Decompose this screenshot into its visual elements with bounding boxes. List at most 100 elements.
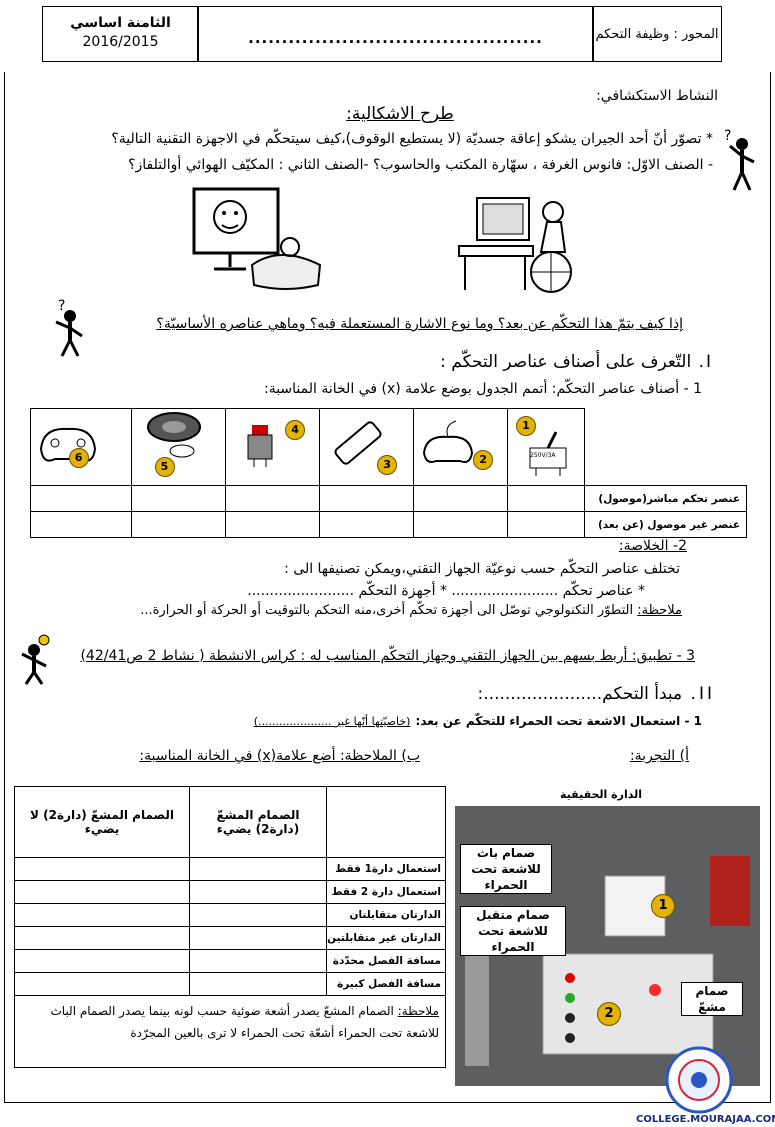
- grade-label: الثامنة اساسي: [70, 15, 171, 31]
- check-cell[interactable]: [189, 903, 327, 927]
- summary-note-text: التطوّر التكنولوجي توصّل الى أجهزة تحكّم…: [140, 603, 634, 618]
- check-cell[interactable]: [14, 857, 190, 881]
- check-cell[interactable]: [14, 949, 190, 973]
- label-ir-receiver: صمام متقبل للاشعة تحت الحمراء: [460, 906, 566, 956]
- activity-title: النشاط الاستكشافي:: [596, 88, 718, 104]
- check-cell[interactable]: [189, 880, 327, 904]
- row-label-remote: عنصر غير موصول (عن بعد): [584, 511, 747, 538]
- problem-line-2: - الصنف الاوّل: فانوس الغرفة ، سهّارة ال…: [128, 157, 713, 173]
- cell-push-button: 4: [225, 408, 320, 486]
- thinking-person-icon: ?: [724, 128, 755, 191]
- label-led: صمام مشعّ: [681, 982, 743, 1016]
- observation-label: ب) الملاحظة: أضع علامة(x) في الخانة المن…: [139, 748, 420, 764]
- check-cell[interactable]: [225, 511, 320, 538]
- school-year: 2016/2015: [82, 34, 159, 50]
- summary-title: 2- الخلاصة:: [618, 538, 687, 554]
- gamepad-icon: [40, 427, 97, 462]
- tv-remote-illustration: [192, 187, 322, 290]
- observation-note-label: ملاحظة:: [397, 1004, 439, 1018]
- idea-person-icon: [21, 634, 50, 685]
- check-cell[interactable]: [225, 485, 320, 512]
- cell-gamepad: 2: [413, 408, 508, 486]
- footer-url: COLLEGE.MOURAJAA.COM: [636, 1114, 775, 1125]
- row-label: مسافة الفصل محدّدة: [326, 949, 446, 973]
- corner-cell: [326, 786, 446, 858]
- badge-5: 5: [154, 457, 175, 477]
- summary-note: ملاحظة: التطوّر التكنولوجي توصّل الى أجه…: [140, 603, 682, 618]
- check-cell[interactable]: [30, 485, 132, 512]
- section-2-sub1: 1 - استعمال الاشعة تحت الحمراء للتحكّم ع…: [254, 710, 702, 729]
- problem-line-1: * تصوّر أنّ أحد الجيران يشكو إعاقة جسديّ…: [111, 131, 713, 147]
- header-axis-box: المحور : وظيفة التحكم: [592, 6, 722, 62]
- switch-rating: 250V/3A: [530, 452, 556, 459]
- badge-1: 1: [516, 416, 536, 436]
- svg-text:?: ?: [724, 128, 731, 144]
- summary-note-label: ملاحظة:: [637, 603, 682, 618]
- header-grade-box: الثامنة اساسي 2016/2015: [42, 6, 199, 62]
- row-label: استعمال دارة1 فقط: [326, 857, 446, 881]
- cell-remote: 3: [319, 408, 414, 486]
- thinking-person-icon: ?: [55, 298, 83, 357]
- check-cell[interactable]: [189, 926, 327, 950]
- check-cell[interactable]: [413, 511, 508, 538]
- check-cell[interactable]: [319, 485, 414, 512]
- check-cell[interactable]: [319, 511, 414, 538]
- check-cell[interactable]: [14, 880, 190, 904]
- wheelchair-computer-illustration: [458, 197, 572, 293]
- cell-switch: 1 250V/3A: [507, 408, 585, 486]
- application-text: 3 - تطبيق: أربط بسهم بين الجهاز التقني و…: [80, 648, 695, 664]
- col-led-on: الصمام المشعّ (دارة2) يضيء: [189, 786, 327, 858]
- photo-title: الدارة الحقيقية: [560, 788, 642, 801]
- toggle-switch-icon: [529, 431, 567, 476]
- photo-badge-2: 2: [597, 1002, 621, 1026]
- check-cell[interactable]: [14, 926, 190, 950]
- page-frame: [4, 72, 771, 1103]
- section-2-sub1-text: 1 - استعمال الاشعة تحت الحمراء للتحكّم ع…: [415, 714, 702, 728]
- problem-question: إذا كيف يتمّ هذا التحكّم عن بعد؟ وما نوع…: [156, 316, 683, 332]
- push-button-icon: [247, 424, 273, 467]
- observation-box: الصمام المشعّ (دارة2) لا يضيء الصمام الم…: [14, 786, 446, 1068]
- check-cell[interactable]: [189, 949, 327, 973]
- check-cell[interactable]: [189, 857, 327, 881]
- section-2-title: II. مبدأ التحكم......................:: [477, 684, 715, 704]
- row-label: استعمال دارة 2 فقط: [326, 880, 446, 904]
- axis-label: المحور : وظيفة التحكم: [595, 27, 719, 42]
- observation-note: ملاحظة: الصمام المشعّ يصدر أشعة ضوئية حس…: [15, 996, 445, 1044]
- check-cell[interactable]: [189, 972, 327, 996]
- title-dots: ........................................…: [248, 29, 543, 47]
- section-2-sub1-hint: (خاصيّتها أنّها غير ....................…: [253, 715, 411, 728]
- row-label: الدارتان غير متقابلتين: [326, 926, 446, 950]
- row-label: الدارتان متقابلتان: [326, 903, 446, 927]
- cell-mouse: 5: [131, 408, 226, 486]
- check-cell[interactable]: [413, 485, 508, 512]
- check-cell[interactable]: [131, 511, 226, 538]
- badge-4: 4: [285, 419, 306, 440]
- col-led-off: الصمام المشعّ (دارة2) لا يضيء: [14, 786, 190, 858]
- wired-gamepad-icon: [422, 420, 473, 463]
- check-cell[interactable]: [14, 903, 190, 927]
- header-title-box: ........................................…: [197, 6, 594, 62]
- check-cell[interactable]: [507, 511, 585, 538]
- section-1-title: I. التّعرف على أصناف عناصر التحكّم :: [440, 352, 713, 372]
- wireless-mouse-icon: [146, 412, 201, 458]
- cell-joystick: 6: [30, 408, 132, 486]
- site-logo-icon: [665, 1046, 733, 1114]
- remote-control-icon: [334, 420, 382, 465]
- check-cell[interactable]: [30, 511, 132, 538]
- check-cell[interactable]: [14, 972, 190, 996]
- experiment-label: أ) التجربة:: [629, 748, 689, 764]
- svg-text:?: ?: [58, 298, 65, 314]
- check-cell[interactable]: [507, 485, 585, 512]
- badge-3: 3: [377, 454, 398, 475]
- row-label-direct: عنصر تحكم مباشر(موصول): [584, 485, 747, 512]
- check-cell[interactable]: [131, 485, 226, 512]
- label-ir-emitter: صمام باث للاشعة تحت الحمراء: [460, 844, 552, 894]
- problem-title: طرح الاشكالية:: [346, 104, 454, 124]
- observation-table: الصمام المشعّ (دارة2) لا يضيء الصمام الم…: [14, 786, 446, 996]
- section-1-sub1: 1 - أصناف عناصر التحكّم: أتمم الجدول بوض…: [263, 381, 702, 397]
- observation-note-text: الصمام المشعّ يصدر أشعة ضوئية حسب لونه ب…: [50, 1004, 439, 1040]
- control-elements-table: 6 5 4 3: [30, 408, 747, 538]
- summary-line-1: تختلف عناصر التحكّم حسب نوعيّة الجهاز ال…: [284, 561, 680, 577]
- badge-6: 6: [68, 447, 89, 468]
- row-label: مسافة الفصل كبيرة: [326, 972, 446, 996]
